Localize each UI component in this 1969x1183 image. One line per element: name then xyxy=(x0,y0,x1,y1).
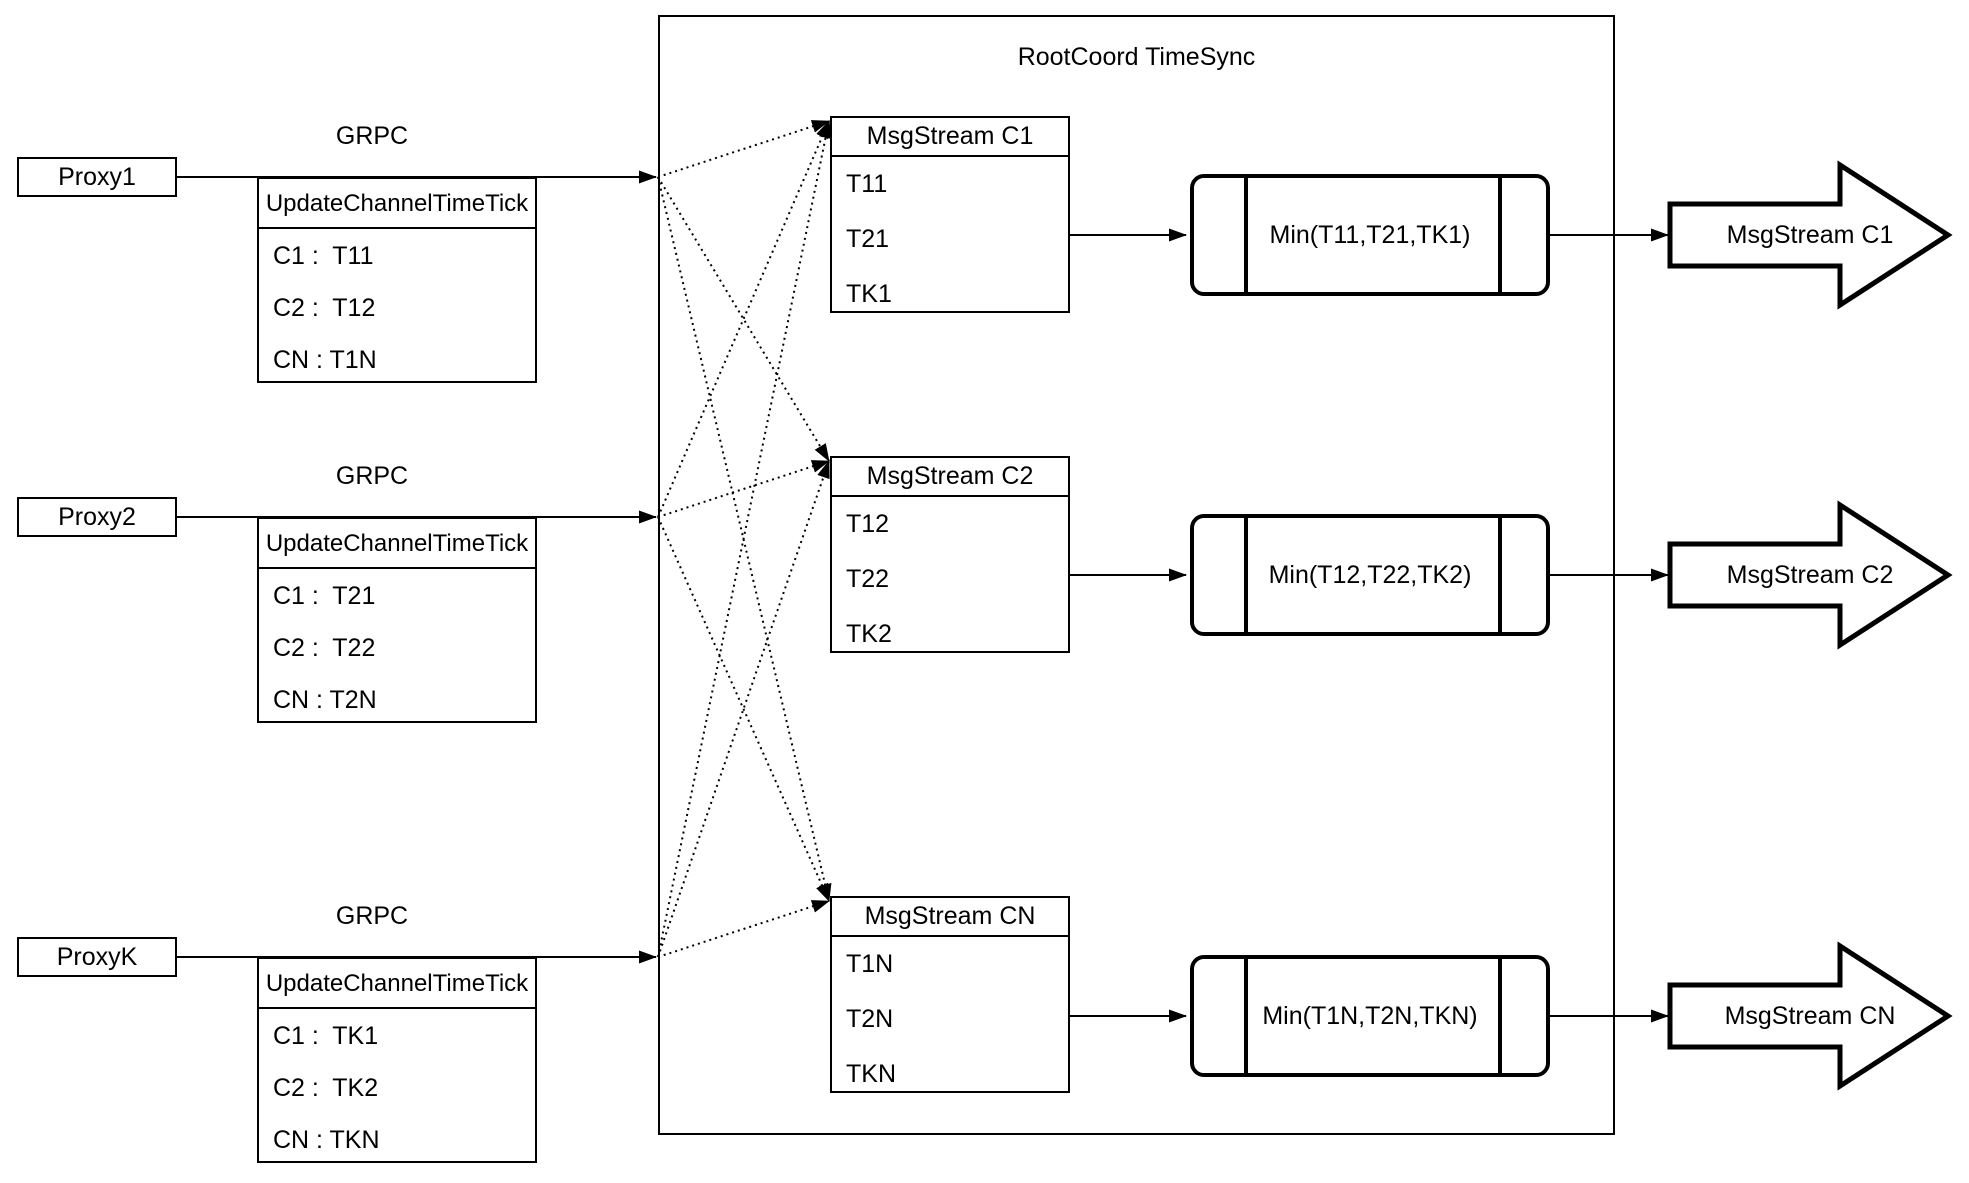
table-title-1: UpdateChannelTimeTick xyxy=(259,179,535,229)
tick-value: T2N xyxy=(846,1005,894,1033)
min-box-cn: Min(T1N,T2N,TKN) xyxy=(1190,955,1550,1077)
output-arrow-shape-3 xyxy=(1667,941,1953,1091)
fanout-dotted-arrow-pk-c1 xyxy=(657,120,832,958)
table-entry: C1 : TK1 xyxy=(273,1022,379,1050)
min-box-right-divider xyxy=(1498,178,1502,292)
tick-value: T22 xyxy=(846,565,890,593)
min-box-left-divider xyxy=(1244,959,1248,1073)
output-arrow-shape-2 xyxy=(1667,500,1953,650)
collector-title-c2: MsgStream C2 xyxy=(832,458,1068,497)
proxy1-label: Proxy1 xyxy=(58,163,136,191)
fanout-dotted-arrow-p2-cn xyxy=(657,516,830,902)
fanout-dotted-arrow-p1-c2 xyxy=(657,176,830,462)
proxy2-box: Proxy2 xyxy=(17,497,177,537)
grpc-label-3: GRPC xyxy=(335,902,409,930)
tick-value: T12 xyxy=(846,510,890,538)
fanout-dotted-arrow-p1-cn xyxy=(657,176,832,902)
min-box-c2: Min(T12,T22,TK2) xyxy=(1190,514,1550,636)
collector-title-c1: MsgStream C1 xyxy=(832,118,1068,157)
min-box-left-divider xyxy=(1244,518,1248,632)
table-title-2: UpdateChannelTimeTick xyxy=(259,519,535,569)
grpc-label-2: GRPC xyxy=(335,462,409,490)
min-box-c1: Min(T11,T21,TK1) xyxy=(1190,174,1550,296)
output-arrow-label-c1: MsgStream C1 xyxy=(1726,221,1894,249)
rootcoord-title: RootCoord TimeSync xyxy=(1017,43,1256,71)
table-title-3: UpdateChannelTimeTick xyxy=(259,959,535,1009)
proxyk-box: ProxyK xyxy=(17,937,177,977)
tick-value: TKN xyxy=(846,1060,896,1088)
update-message-table-3: UpdateChannelTimeTick C1 : TK1 C2 : TK2 … xyxy=(257,957,537,1163)
table-entry: CN : TKN xyxy=(273,1126,380,1154)
rootcoord-timesync-box xyxy=(658,15,1615,1135)
proxyk-label: ProxyK xyxy=(56,943,138,971)
msgstream-collector-box-c2: MsgStream C2 T12 T22 TK2 xyxy=(830,456,1070,653)
tick-value: T1N xyxy=(846,950,894,978)
table-entry: C2 : T12 xyxy=(273,294,376,322)
msgstream-collector-box-c1: MsgStream C1 T11 T21 TK1 xyxy=(830,116,1070,313)
tick-value: TK1 xyxy=(846,280,892,308)
table-entry: CN : T2N xyxy=(273,686,377,714)
min-label-cn: Min(T1N,T2N,TKN) xyxy=(1262,1002,1478,1030)
proxy2-label: Proxy2 xyxy=(58,503,136,531)
update-message-table-2: UpdateChannelTimeTick C1 : T21 C2 : T22 … xyxy=(257,517,537,723)
tick-value: T11 xyxy=(846,170,888,198)
grpc-label-1: GRPC xyxy=(335,122,409,150)
min-label-c2: Min(T12,T22,TK2) xyxy=(1268,561,1472,589)
min-box-left-divider xyxy=(1244,178,1248,292)
collector-title-cn: MsgStream CN xyxy=(832,898,1068,937)
tick-value: TK2 xyxy=(846,620,892,648)
min-box-right-divider xyxy=(1498,959,1502,1073)
table-entry: CN : T1N xyxy=(273,346,377,374)
table-entry: C2 : T22 xyxy=(273,634,376,662)
update-message-table-1: UpdateChannelTimeTick C1 : T11 C2 : T12 … xyxy=(257,177,537,383)
table-entry: C1 : T11 xyxy=(273,242,374,270)
output-arrow-shape-1 xyxy=(1667,160,1953,310)
msgstream-collector-box-cn: MsgStream CN T1N T2N TKN xyxy=(830,896,1070,1093)
tick-value: T21 xyxy=(846,225,890,253)
min-box-right-divider xyxy=(1498,518,1502,632)
proxy1-box: Proxy1 xyxy=(17,157,177,197)
table-entry: C2 : TK2 xyxy=(273,1074,379,1102)
output-arrow-label-c2: MsgStream C2 xyxy=(1726,561,1894,589)
output-arrow-label-cn: MsgStream CN xyxy=(1724,1002,1896,1030)
min-label-c1: Min(T11,T21,TK1) xyxy=(1269,221,1471,249)
table-entry: C1 : T21 xyxy=(273,582,376,610)
